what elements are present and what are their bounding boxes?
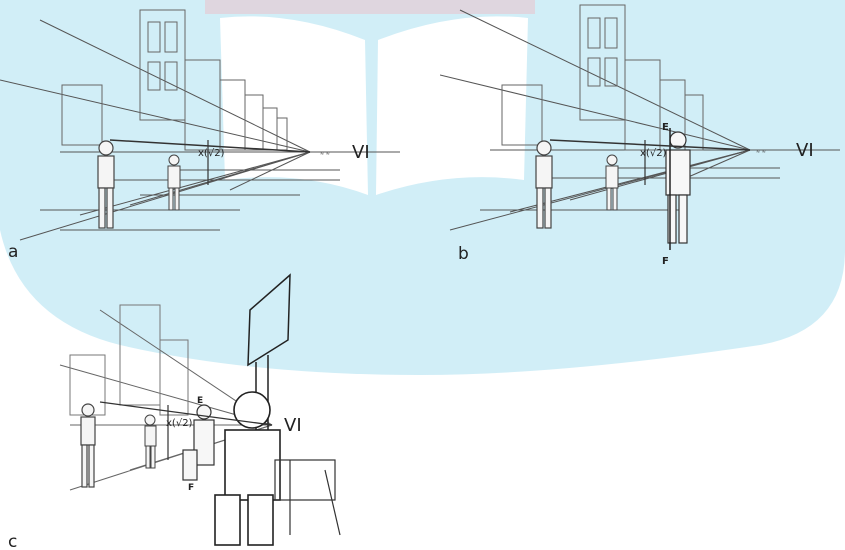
panel-a-drawing: x(√2) ≈ ≈ VI	[0, 0, 420, 260]
panel-c-drawing: x(√2) E F VI	[0, 270, 440, 550]
girl-figure-far	[606, 155, 618, 210]
buildings	[502, 5, 703, 150]
buildings	[70, 305, 188, 415]
measure-label: x(√2)	[640, 148, 667, 159]
panel-label: c	[8, 532, 17, 550]
panel-c: x(√2) E F VI c	[0, 270, 440, 550]
girl-figure-far	[145, 415, 156, 468]
street-perspective-lines	[0, 20, 400, 240]
panel-label: a	[8, 242, 18, 262]
vanishing-point-label: VI	[796, 140, 814, 161]
point-f-label: F	[188, 483, 194, 493]
buildings	[62, 10, 287, 150]
point-e-label: E	[197, 396, 203, 406]
measure-label: x(√2)	[166, 418, 193, 429]
small-mark: ≈ ≈	[320, 151, 330, 157]
small-mark: ≈ ≈	[756, 149, 766, 155]
street-perspective-lines	[440, 10, 840, 230]
girl-figure-near	[81, 404, 95, 487]
point-f-label: F	[662, 256, 669, 267]
vanishing-point-label: VI	[352, 142, 370, 163]
boy-figure-near	[215, 392, 280, 545]
girl-figure-near	[536, 141, 552, 228]
point-e-label: E	[662, 122, 669, 133]
girl-figure-far	[168, 155, 180, 210]
panel-label: b	[458, 244, 469, 264]
panel-b-drawing: x(√2) E F ≈ ≈ VI	[440, 0, 845, 270]
measure-label: x(√2)	[198, 148, 225, 159]
panel-b: x(√2) E F ≈ ≈ VI b	[440, 0, 845, 270]
panel-a: x(√2) ≈ ≈ VI a	[0, 0, 420, 260]
girl-figure-near	[98, 141, 114, 228]
vanishing-point-label: VI	[284, 415, 302, 436]
railing	[275, 460, 340, 535]
